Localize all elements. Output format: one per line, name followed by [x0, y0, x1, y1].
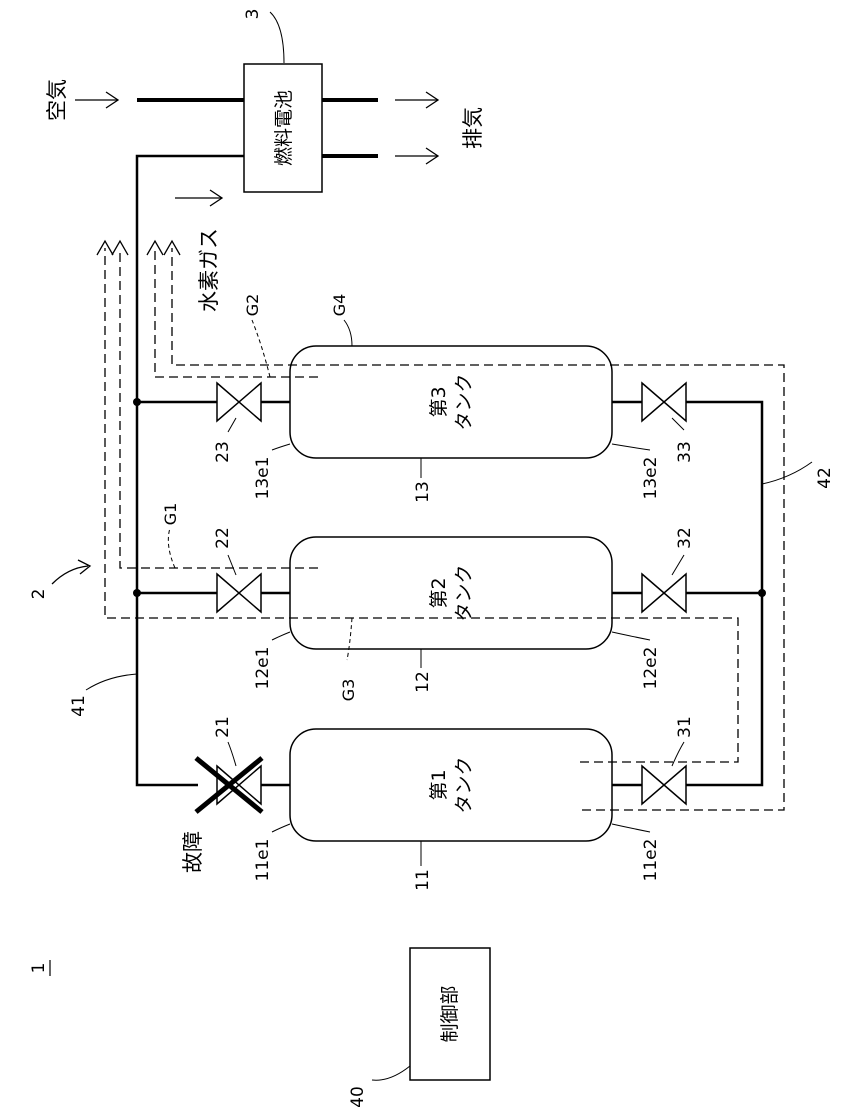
tank-1 [290, 729, 612, 841]
exhaust-label: 排気 [461, 107, 485, 149]
ref-12e2: 12e2 [641, 647, 661, 690]
ref-11e2: 11e2 [641, 839, 661, 882]
ref-13e1: 13e1 [253, 457, 273, 500]
g4-leader [344, 320, 352, 346]
ref-2-arrow [52, 566, 88, 584]
valve-23 [217, 383, 261, 421]
ref-22-leader [228, 555, 236, 575]
ref-12e1: 12e1 [253, 647, 273, 690]
junction-42-a [758, 589, 766, 597]
ref-12: 12 [413, 671, 433, 693]
valve-32 [642, 574, 686, 612]
system-ref: 1 [29, 963, 49, 974]
fuel-cell-leader [270, 12, 284, 63]
pipe-41 [137, 156, 244, 785]
ref-21-leader [228, 742, 236, 766]
g3-label: G3 [339, 679, 358, 702]
controller-label: 制御部 [439, 985, 461, 1042]
ref-33-leader [672, 418, 684, 430]
tank-2-label-1: 第2 [428, 577, 450, 608]
tank-2-label-2: タンク [453, 564, 475, 621]
ref-22: 22 [213, 527, 233, 549]
junction-41-b [133, 589, 141, 597]
g1-label: G1 [161, 503, 180, 526]
ref-42-leader [762, 462, 812, 484]
g2-label: G2 [243, 294, 262, 317]
ref-13: 13 [413, 481, 433, 503]
valve-33 [642, 383, 686, 421]
tank-3 [290, 346, 612, 458]
ref-42: 42 [815, 467, 835, 489]
ref-11e2-leader [612, 824, 650, 832]
g2-leader [252, 320, 270, 377]
valve-22 [217, 574, 261, 612]
ref-11e1: 11e1 [253, 839, 273, 882]
ref-41: 41 [69, 695, 89, 717]
ref-11e1-leader [272, 824, 290, 832]
ref-32-leader [672, 555, 684, 575]
ref-21: 21 [213, 716, 233, 738]
ref-11: 11 [413, 869, 433, 891]
ref-12e2-leader [612, 632, 650, 640]
hydrogen-label: 水素ガス [197, 228, 221, 312]
ref-41-leader [86, 674, 137, 690]
ref-2: 2 [29, 589, 49, 600]
tank-2 [290, 537, 612, 649]
ref-12e1-leader [272, 632, 290, 640]
ref-33: 33 [675, 441, 695, 463]
fuel-cell-label: 燃料電池 [273, 90, 295, 166]
ref-13e2-leader [612, 444, 650, 450]
tank-1-label-1: 第1 [428, 769, 450, 800]
g4-label: G4 [330, 294, 349, 317]
tank-1-label-2: タンク [453, 756, 475, 813]
ref-31: 31 [675, 716, 695, 738]
tank-3-label-2: タンク [453, 373, 475, 430]
ref-13e1-leader [272, 444, 290, 450]
junction-41-a [133, 398, 141, 406]
ref-23: 23 [213, 441, 233, 463]
ref-13e2: 13e2 [641, 457, 661, 500]
controller-ref: 40 [348, 1086, 368, 1107]
g1-leader [168, 528, 175, 568]
fuel-cell-ref: 3 [243, 9, 263, 20]
tank-3-label-1: 第3 [428, 386, 450, 417]
flow-g1-arrowhead [112, 241, 128, 255]
valve-31 [642, 766, 686, 804]
fault-label: 故障 [181, 831, 205, 873]
ref-23-leader [228, 418, 236, 432]
g3-leader [347, 618, 352, 660]
air-label: 空気 [45, 79, 69, 121]
controller-ref-leader [372, 1066, 410, 1080]
valve-21 [217, 766, 261, 804]
ref-32: 32 [675, 527, 695, 549]
